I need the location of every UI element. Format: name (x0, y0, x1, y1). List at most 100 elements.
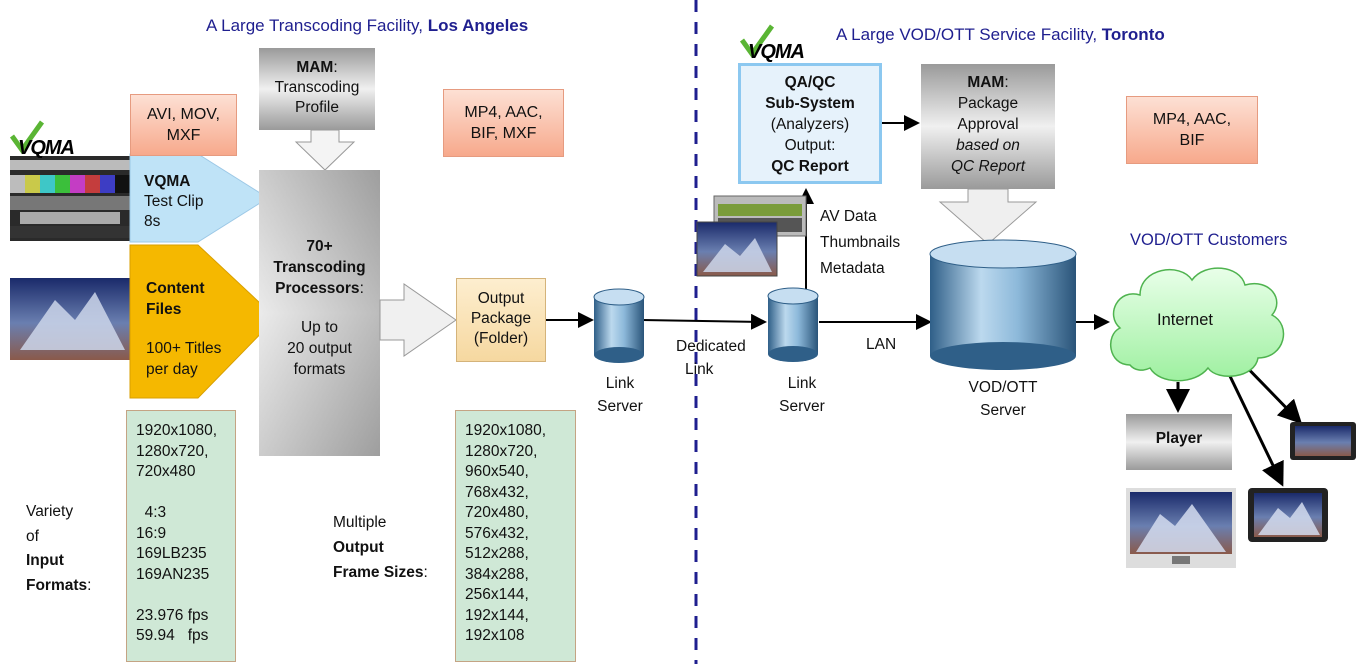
output-frame-sizes-list: 1920x1080, 1280x720, 960x540, 768x432, 7… (455, 410, 576, 662)
processors-l5: 20 output (287, 340, 352, 357)
test-clip-label: VQMA Test Clip 8s (144, 172, 203, 232)
input-formats-l1: AVI, MOV, (147, 106, 220, 123)
variety-colon: : (87, 576, 92, 594)
input-formats-list: 1920x1080, 1280x720, 720x480 4:3 16:9 16… (126, 410, 236, 662)
mam-right-l2: Package (957, 95, 1019, 112)
test-clip-l2: Test Clip (144, 193, 204, 210)
vod-server-l2: Server (980, 402, 1026, 419)
test-clip-bold: VQMA (144, 173, 191, 190)
mam-right-l3: Approval (957, 116, 1019, 133)
processors-l3: Processors (275, 280, 360, 297)
link-server-1-l2: Server (597, 398, 643, 415)
av-data-label: AV Data Thumbnails Metadata (820, 204, 900, 282)
variety-label: Variety of Input Formats: (26, 500, 91, 598)
mam-right-bold: MAM (967, 74, 1005, 91)
tablet-small-image (1290, 422, 1356, 460)
link-server-1-cylinder (593, 288, 645, 363)
customers-title: VOD/OTT Customers (1130, 231, 1288, 249)
vod-server-l1: VOD/OTT (968, 379, 1038, 396)
variety-l1: Variety (26, 503, 74, 520)
multiple-output-label: Multiple Output Frame Sizes: (333, 510, 428, 585)
processors-l6: formats (293, 361, 346, 378)
mam-left-colon: : (333, 59, 338, 76)
link-server-2-l1: Link (787, 375, 817, 392)
dedicated-link-l1: Dedicated (676, 338, 746, 355)
qa-qc-l4: Output: (784, 137, 836, 154)
content-files-l2: Files (146, 301, 182, 318)
variety-l2: of (26, 527, 39, 545)
mam-left-bold: MAM (296, 59, 334, 76)
multiple-colon: : (423, 564, 428, 581)
processors-l2: Transcoding (273, 259, 366, 276)
link-server-2-l2: Server (779, 398, 825, 415)
title-to-prefix: A Large VOD/OTT Service Facility, (836, 25, 1098, 44)
input-formats-l2: MXF (166, 127, 201, 144)
multiple-l1: Multiple (333, 514, 387, 531)
variety-l3: Input (26, 552, 64, 569)
mam-transcoding-profile: MAM: Transcoding Profile (259, 58, 375, 118)
link-server-1-label: Link Server (590, 372, 650, 418)
vod-server-label: VOD/OTT Server (962, 376, 1044, 422)
test-clip-l3: 8s (144, 213, 161, 230)
player-label: Player (1155, 430, 1203, 447)
title-toronto: A Large VOD/OTT Service Facility, Toront… (836, 25, 1165, 45)
multiple-l2: Output (333, 539, 384, 556)
processors-label: 70+ Transcoding Processors: Up to 20 out… (259, 236, 380, 380)
content-files-l3: 100+ Titles (146, 340, 222, 357)
mam-right-l5: QC Report (950, 158, 1026, 175)
output-formats-box: MP4, AAC, BIF, MXF (443, 89, 564, 157)
content-files-l1: Content (146, 280, 205, 297)
qa-qc-l3: (Analyzers) (770, 116, 850, 133)
output-package-box: Output Package (Folder) (456, 278, 546, 362)
av-data-images (696, 195, 807, 277)
output-formats-l2: BIF, MXF (470, 125, 537, 142)
tv-image (1126, 488, 1236, 568)
dedicated-link-label: Dedicated Link (676, 335, 746, 381)
av-data-l1: AV Data (820, 208, 877, 225)
link-server-2-label: Link Server (772, 372, 832, 418)
mam-down-arrow-right (921, 64, 1055, 245)
qa-qc-l5: QC Report (771, 158, 849, 175)
toronto-formats-box: MP4, AAC, BIF (1126, 96, 1258, 164)
output-formats-l1: MP4, AAC, (464, 104, 543, 121)
qa-qc-l1: QA/QC (784, 74, 836, 91)
output-package-l2: Package (470, 310, 532, 327)
tablet-large-image (1248, 488, 1328, 542)
output-package-l3: (Folder) (473, 330, 529, 347)
toronto-formats-l1: MP4, AAC, (1152, 111, 1232, 128)
mam-left-line2: Transcoding (274, 79, 360, 96)
title-la-city: Los Angeles (427, 16, 529, 35)
qa-qc-l2: Sub-System (765, 95, 855, 112)
processors-l4: Up to (300, 319, 339, 336)
mam-package-approval: MAM: Package Approval based on QC Report (921, 72, 1055, 177)
variety-l4: Formats (26, 576, 88, 594)
processors-arrow (259, 170, 457, 456)
vqma-logo-right: VQMA (738, 24, 820, 69)
toronto-formats-l2: BIF (1179, 132, 1205, 149)
mam-right-colon: : (1004, 74, 1009, 91)
title-los-angeles: A Large Transcoding Facility, Los Angele… (206, 16, 528, 36)
content-film-image (10, 278, 130, 360)
multiple-l3: Frame Sizes (333, 564, 424, 581)
qa-qc-box: QA/QC Sub-System (Analyzers) Output: QC … (738, 63, 882, 184)
vod-server-cylinder (929, 239, 1077, 370)
internet-label: Internet (1157, 311, 1213, 329)
internet-cloud (1110, 267, 1285, 382)
player-box (1126, 414, 1232, 470)
processors-l1: 70+ (306, 238, 333, 255)
dedicated-link-l2: Link (685, 361, 714, 378)
processors-colon: : (359, 280, 364, 297)
content-files-l4: per day (146, 361, 198, 378)
vqma-logo-left: VQMA (8, 120, 90, 165)
input-formats-box: AVI, MOV, MXF (130, 94, 237, 156)
test-pattern-image (10, 156, 130, 241)
av-data-l3: Metadata (820, 260, 885, 277)
mam-right-l4: based on (956, 137, 1020, 154)
content-files-label: Content Files 100+ Titles per day (146, 278, 221, 380)
link-server-1-l1: Link (605, 375, 635, 392)
title-la-prefix: A Large Transcoding Facility, (206, 16, 424, 35)
link-server-2-cylinder (767, 287, 819, 362)
mam-down-arrow-left (259, 48, 375, 171)
vqma-logo-left-text: VQMA (18, 137, 74, 159)
